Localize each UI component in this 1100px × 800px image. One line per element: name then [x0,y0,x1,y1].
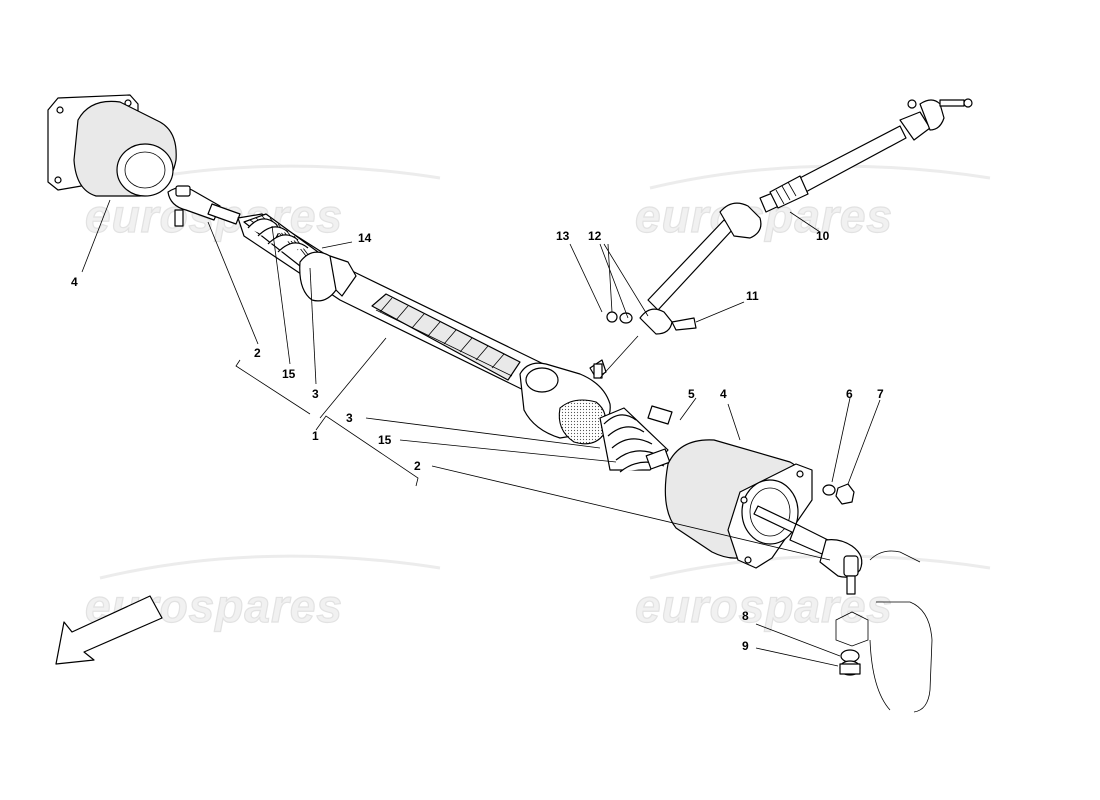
watermarks: eurospares eurospares eurospares eurospa… [84,164,991,633]
callout-1: 1 [312,429,319,443]
left-bellows [243,213,319,267]
right-gaiter-cover [664,439,813,569]
right-bellows [599,407,671,473]
left-tie-rod-end [167,185,241,227]
group-bracket [235,359,419,487]
small-fasteners [647,405,861,676]
callout-4-right: 4 [720,387,727,401]
watermark-top-right: eurospares [635,190,893,242]
left-gaiter-cover [47,94,177,197]
leader-lines [81,199,881,667]
callout-11: 11 [746,289,759,303]
rack-ribbed-section [371,293,521,381]
callout-14: 14 [358,231,372,245]
callout-8: 8 [742,609,749,623]
callout-5: 5 [688,387,695,401]
callout-3-right: 3 [346,411,353,425]
callout-3-left: 3 [312,387,319,401]
callout-13: 13 [556,229,570,243]
callout-12: 12 [588,229,602,243]
callout-2-left: 2 [254,346,261,360]
callout-labels: 4 2 15 3 14 1 3 15 2 5 4 6 7 8 9 10 11 1… [71,229,884,653]
callout-15-right: 15 [378,433,392,447]
orientation-arrow [55,595,163,665]
callout-6: 6 [846,387,853,401]
callout-4-left: 4 [71,275,78,289]
callout-15-left: 15 [282,367,296,381]
steering-knuckle-outline [835,550,933,713]
steering-rack-assembly [237,213,671,473]
callout-9: 9 [742,639,749,653]
callout-10: 10 [816,229,830,243]
callout-2-right: 2 [414,459,421,473]
right-tie-rod-end [753,505,863,595]
pinion-housing [519,359,611,445]
callout-7: 7 [877,387,884,401]
